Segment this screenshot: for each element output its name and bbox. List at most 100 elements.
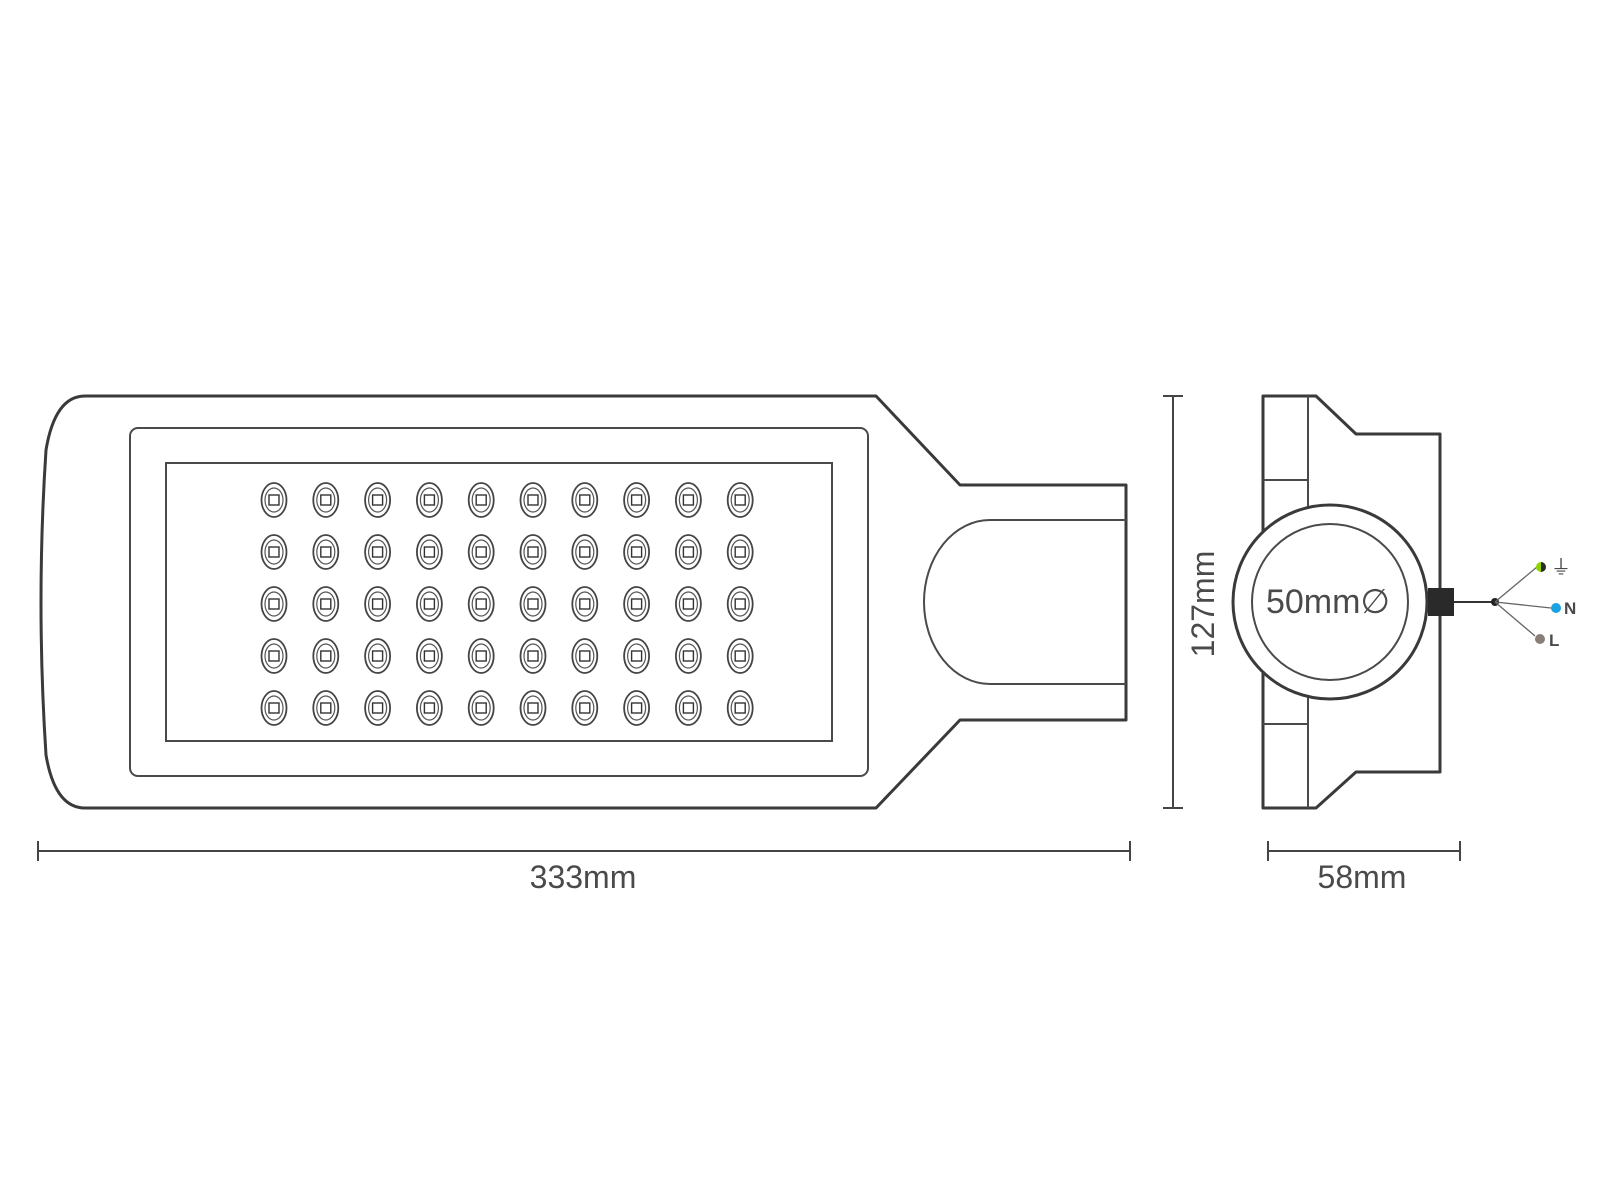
led-lens-inner — [575, 487, 595, 513]
led-module — [260, 534, 288, 570]
led-module — [260, 482, 288, 518]
housing-outline — [39, 394, 1128, 810]
led-lens — [623, 482, 650, 518]
led-lens-inner — [730, 539, 750, 565]
led-chip — [527, 702, 539, 714]
led-chip — [630, 650, 643, 662]
led-chip — [268, 702, 280, 714]
led-chip — [475, 650, 487, 662]
led-module — [623, 690, 650, 726]
led-lens-inner — [626, 695, 647, 721]
led-lens — [467, 638, 495, 674]
led-lens-inner — [471, 539, 491, 565]
led-chip — [630, 702, 643, 714]
led-chip — [682, 494, 695, 506]
led-module — [623, 586, 650, 622]
led-lens-inner — [316, 643, 336, 669]
led-lens — [519, 690, 547, 726]
led-module — [415, 482, 443, 518]
led-chip — [682, 650, 695, 662]
led-lens-inner — [678, 643, 699, 669]
led-lens-inner — [678, 487, 699, 513]
led-lens-inner — [316, 487, 336, 513]
lens-frame — [129, 427, 869, 777]
led-lens-inner — [419, 643, 439, 669]
led-lens — [312, 534, 340, 570]
led-chip — [320, 546, 332, 558]
led-module — [726, 690, 754, 726]
led-lens — [726, 690, 754, 726]
led-chip — [475, 702, 487, 714]
led-chip — [527, 650, 539, 662]
led-lens-inner — [471, 643, 491, 669]
earth-dot-dark-half — [1541, 562, 1546, 572]
led-lens-inner — [419, 695, 439, 721]
led-lens-inner — [264, 695, 284, 721]
led-lens — [571, 482, 599, 518]
led-chip — [371, 494, 384, 506]
led-lens — [364, 482, 392, 518]
led-lens — [415, 586, 443, 622]
led-lens — [675, 534, 702, 570]
led-lens — [415, 534, 443, 570]
pole-socket-outer — [1231, 503, 1429, 701]
led-lens — [467, 534, 495, 570]
led-chip — [320, 598, 332, 610]
led-lens-inner — [575, 695, 595, 721]
led-lens — [364, 690, 392, 726]
led-lens-inner — [575, 539, 595, 565]
earth-symbol: ⏚ — [1551, 557, 1571, 579]
led-lens — [675, 690, 702, 726]
led-lens — [260, 534, 288, 570]
wire-legend-earth: ⏚ — [1536, 557, 1571, 579]
led-module — [675, 638, 702, 674]
led-lens-inner — [575, 591, 595, 617]
led-lens — [364, 638, 392, 674]
led-chip — [682, 702, 695, 714]
led-module — [467, 586, 495, 622]
led-module — [312, 690, 340, 726]
led-chip — [371, 546, 384, 558]
led-module — [415, 638, 443, 674]
led-lens — [364, 534, 392, 570]
led-chip — [527, 546, 539, 558]
dimension-height: 127mm — [1163, 395, 1221, 809]
led-module — [519, 586, 547, 622]
led-module — [364, 586, 392, 622]
led-chip — [371, 650, 384, 662]
led-module — [623, 638, 650, 674]
led-lens — [675, 482, 702, 518]
live-label: L — [1549, 631, 1559, 650]
led-module — [312, 638, 340, 674]
led-module — [415, 690, 443, 726]
led-module — [260, 638, 288, 674]
led-module — [571, 638, 599, 674]
led-lens — [623, 586, 650, 622]
led-chip — [320, 650, 332, 662]
led-chip — [734, 702, 746, 714]
led-module — [467, 534, 495, 570]
led-chip — [734, 494, 746, 506]
led-lens — [260, 638, 288, 674]
led-chip — [579, 598, 591, 610]
led-chip — [630, 598, 643, 610]
mounting-arm-cap — [923, 519, 1126, 685]
dimension-depth: 58mm — [1267, 841, 1461, 895]
led-module — [467, 638, 495, 674]
led-lens-inner — [730, 487, 750, 513]
led-module — [364, 534, 392, 570]
depth-label: 58mm — [1318, 859, 1407, 895]
led-lens-inner — [419, 487, 439, 513]
led-chip — [527, 598, 539, 610]
led-lens-inner — [471, 487, 491, 513]
led-lens-inner — [316, 591, 336, 617]
led-lens-inner — [471, 695, 491, 721]
led-lens — [312, 690, 340, 726]
led-lens-inner — [626, 487, 647, 513]
led-chip — [423, 494, 436, 506]
led-lens — [726, 482, 754, 518]
wire-legend-neutral: N — [1551, 599, 1576, 618]
led-module — [726, 482, 754, 518]
led-chip — [579, 702, 591, 714]
led-lens-inner — [368, 643, 388, 669]
